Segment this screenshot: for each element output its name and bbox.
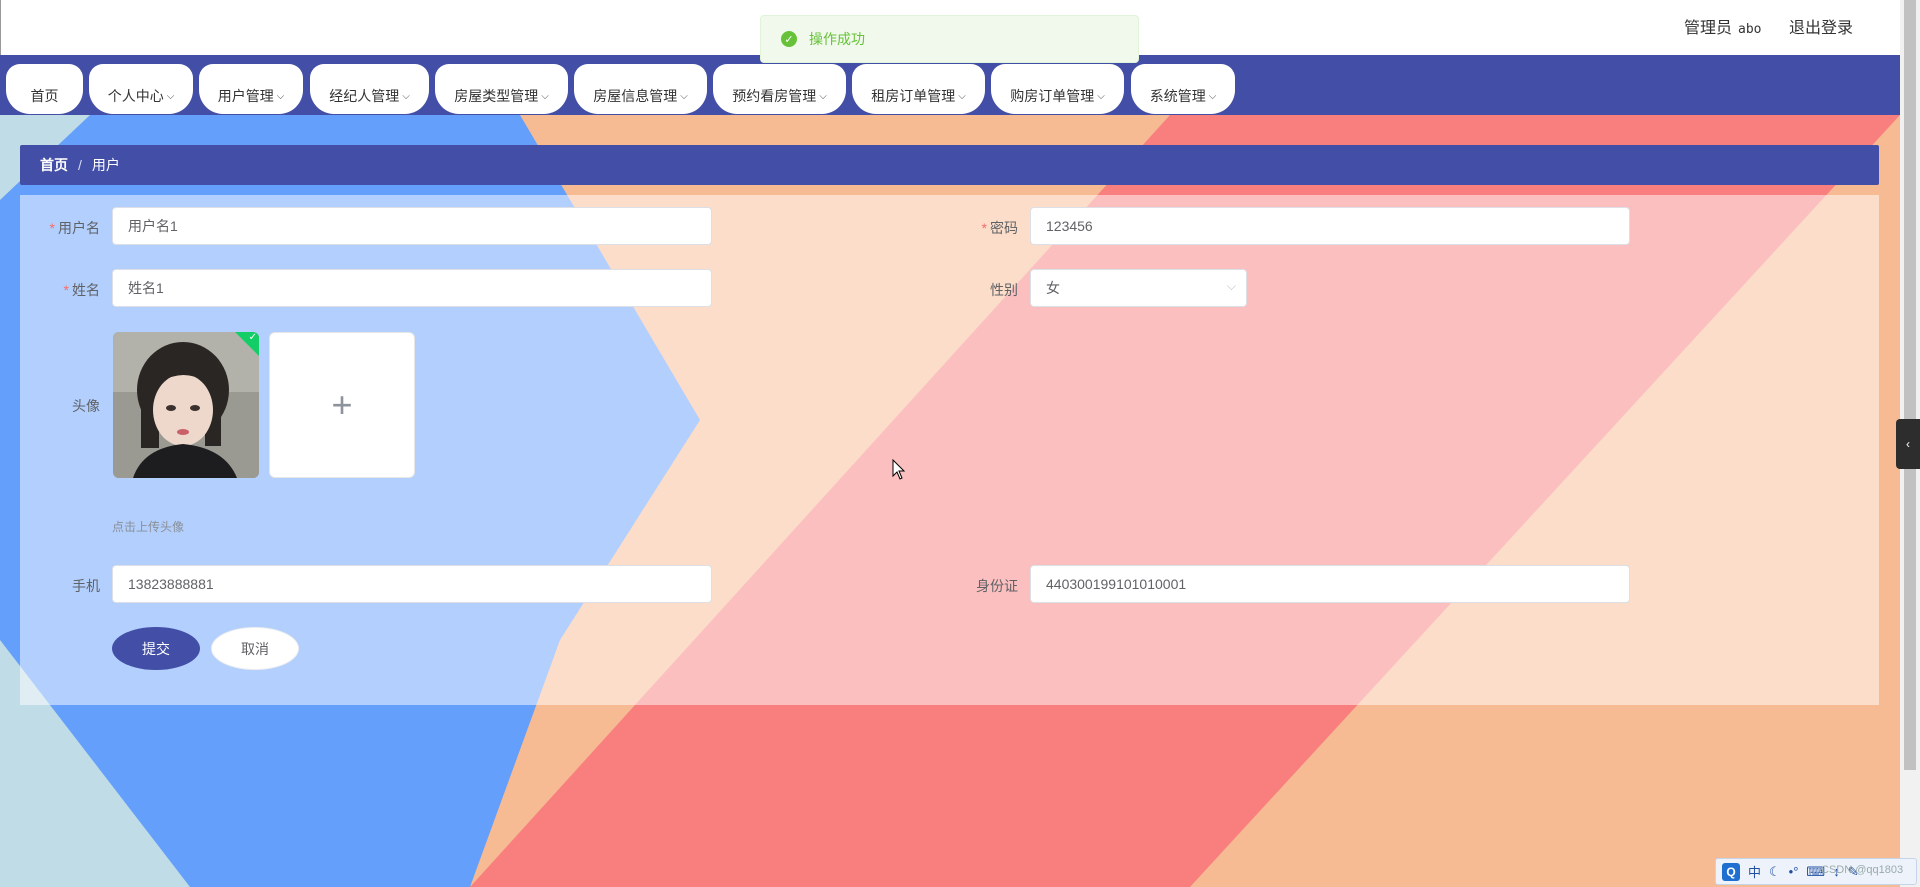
id-card-input[interactable]: 440300199101010001 [1030, 565, 1630, 603]
avatar-upload-button[interactable]: + [269, 332, 415, 478]
gender-value: 女 [1046, 280, 1060, 296]
nav-item-agent-mgmt[interactable]: 经纪人管理⌵ [310, 64, 429, 114]
required-mark: * [49, 220, 55, 236]
chevron-down-icon: ⌵ [166, 90, 175, 102]
ime-settings-icon[interactable]: ✎ [1847, 863, 1859, 879]
breadcrumb: 首页 / 用户 [20, 145, 1879, 185]
id-card-label: 身份证 [938, 576, 1018, 596]
main-nav: 首页 个人中心⌵ 用户管理⌵ 经纪人管理⌵ 房屋类型管理⌵ 房屋信息管理⌵ 预约… [0, 55, 1900, 115]
side-panel-toggle[interactable]: ‹ [1896, 419, 1920, 469]
nav-item-viewing-mgmt[interactable]: 预约看房管理⌵ [713, 64, 846, 114]
name-label-text: 姓名 [72, 282, 100, 298]
chevron-down-icon: ⌵ [1097, 90, 1105, 102]
ime-lang-toggle[interactable]: 中 [1748, 865, 1762, 880]
phone-value: 13823888881 [128, 576, 214, 592]
breadcrumb-separator: / [78, 157, 82, 173]
avatar-label-text: 头像 [72, 398, 100, 414]
scrollbar-thumb[interactable] [1904, 0, 1916, 770]
nav-item-label: 房屋信息管理 [593, 88, 678, 104]
chevron-down-icon: ⌵ [1226, 279, 1236, 293]
nav-item-label: 用户管理 [217, 88, 274, 104]
name-value: 姓名1 [128, 280, 164, 296]
id-card-value: 440300199101010001 [1046, 576, 1187, 592]
nav-item-rent-order-mgmt[interactable]: 租房订单管理⌵ [852, 64, 985, 114]
nav-item-label: 预约看房管理 [732, 88, 817, 104]
phone-label-text: 手机 [72, 578, 100, 594]
chevron-down-icon: ⌵ [1208, 90, 1217, 102]
nav-item-label: 房屋类型管理 [454, 88, 539, 104]
username-label-text: 用户名 [58, 220, 100, 236]
toast-message: 操作成功 [809, 31, 865, 47]
watermark: CSDN @qq1803 [1821, 864, 1904, 876]
upload-success-badge [235, 332, 259, 356]
nav-item-user-mgmt[interactable]: 用户管理⌵ [199, 64, 303, 114]
required-mark: * [63, 282, 69, 298]
nav-item-label: 租房订单管理 [871, 88, 956, 104]
cancel-button[interactable]: 取消 [211, 627, 299, 670]
password-label-text: 密码 [990, 220, 1018, 236]
name-input[interactable]: 姓名1 [112, 269, 712, 307]
nav-item-label: 系统管理 [1149, 88, 1206, 104]
success-toast: ✓ 操作成功 [760, 15, 1139, 63]
password-input[interactable]: 123456 [1030, 207, 1630, 245]
required-mark: * [981, 220, 987, 236]
chevron-left-icon: ‹ [1906, 437, 1910, 451]
check-icon: ✓ [248, 332, 257, 343]
chevron-down-icon: ⌵ [958, 90, 966, 102]
ime-logo-icon[interactable]: Q [1722, 862, 1740, 881]
breadcrumb-current: 用户 [91, 157, 120, 173]
logout-link[interactable]: 退出登录 [1789, 20, 1854, 37]
nav-item-label: 首页 [30, 88, 59, 104]
punctuation-icon[interactable]: •° [1788, 864, 1799, 879]
avatar-label: 头像 [20, 396, 100, 416]
chevron-down-icon: ⌵ [276, 90, 285, 102]
nav-item-system-mgmt[interactable]: 系统管理⌵ [1131, 64, 1235, 114]
id-card-label-text: 身份证 [976, 578, 1018, 594]
nav-item-house-info-mgmt[interactable]: 房屋信息管理⌵ [574, 64, 707, 114]
check-circle-icon: ✓ [781, 31, 797, 47]
nav-item-personal-center[interactable]: 个人中心⌵ [89, 64, 193, 114]
moon-icon[interactable]: ☾ [1769, 863, 1781, 879]
name-label: *姓名 [20, 280, 100, 300]
nav-item-label: 购房订单管理 [1010, 88, 1095, 104]
username-label: *用户名 [20, 218, 100, 238]
gender-label: 性别 [938, 280, 1018, 300]
nav-item-purchase-order-mgmt[interactable]: 购房订单管理⌵ [991, 64, 1124, 114]
gender-select[interactable]: 女 ⌵ [1030, 269, 1247, 307]
gender-label-text: 性别 [990, 282, 1018, 298]
nav-item-home[interactable]: 首页 [6, 64, 83, 114]
admin-label: 管理员 [1684, 20, 1733, 37]
phone-label: 手机 [20, 576, 100, 596]
avatar-hint: 点击上传头像 [112, 520, 185, 534]
admin-info: 管理员 abo [1684, 14, 1762, 38]
nav-item-label: 个人中心 [107, 88, 164, 104]
avatar-preview[interactable]: ✓ [113, 332, 259, 478]
admin-username: abo [1738, 22, 1762, 37]
phone-input[interactable]: 13823888881 [112, 565, 712, 603]
ime-mode-icon[interactable]: ↕ [1833, 864, 1840, 879]
nav-item-label: 经纪人管理 [329, 88, 400, 104]
chevron-down-icon: ⌵ [680, 90, 688, 102]
username-value: 用户名1 [128, 218, 178, 234]
plus-icon: + [331, 384, 353, 425]
password-value: 123456 [1046, 218, 1093, 234]
submit-button[interactable]: 提交 [112, 627, 200, 670]
mouse-cursor [892, 459, 906, 480]
chevron-down-icon: ⌵ [819, 90, 827, 102]
password-label: *密码 [938, 218, 1018, 238]
keyboard-icon[interactable]: ⌨ [1806, 863, 1826, 879]
chevron-down-icon: ⌵ [402, 90, 410, 102]
ime-toolbar[interactable]: Q 中 ☾ •° ⌨ ↕ ✎ [1715, 858, 1917, 885]
username-input[interactable]: 用户名1 [112, 207, 712, 245]
nav-item-house-type-mgmt[interactable]: 房屋类型管理⌵ [435, 64, 568, 114]
breadcrumb-home[interactable]: 首页 [40, 157, 68, 173]
avatar-photo [113, 332, 259, 478]
chevron-down-icon: ⌵ [541, 90, 549, 102]
